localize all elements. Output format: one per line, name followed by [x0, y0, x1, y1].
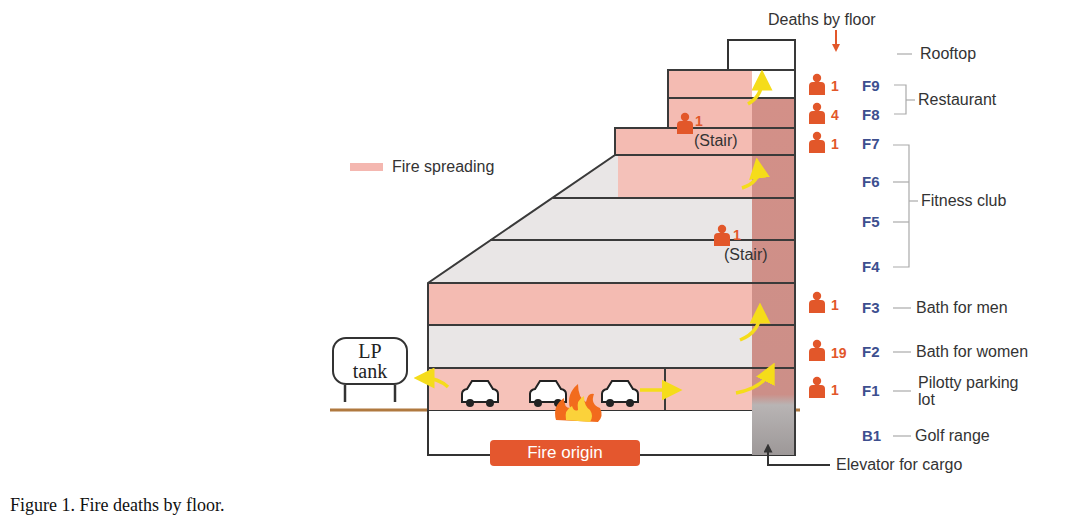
death-count: 1 — [831, 77, 839, 95]
floor-number: F7 — [862, 135, 880, 153]
death-count: 1 — [831, 381, 839, 399]
legend-text: Fire spreading — [392, 158, 494, 176]
floor-number: F5 — [862, 213, 880, 231]
location-note: (Stair) — [724, 246, 768, 264]
death-count: 4 — [831, 106, 839, 124]
node-text: Fire origin — [527, 443, 603, 463]
floor-number: F4 — [862, 258, 880, 276]
floor-use: Bath for women — [916, 343, 1028, 361]
floor-use: Bath for men — [916, 299, 1008, 317]
floor-number: F9 — [862, 77, 880, 95]
floor-number: F6 — [862, 173, 880, 191]
node-text: LP tank — [344, 341, 396, 381]
lp-tank: LP tank — [332, 337, 408, 385]
floor-number: F3 — [862, 299, 880, 317]
death-count: 19 — [831, 344, 847, 362]
heading-label: Deaths by floor — [768, 11, 876, 29]
floor-number: F8 — [862, 106, 880, 124]
death-count: 1 — [831, 296, 839, 314]
floor-number: B1 — [862, 427, 881, 445]
figure-caption: Figure 1. Fire deaths by floor. — [10, 495, 224, 515]
floor-use: Restaurant — [918, 91, 996, 109]
floor-use: Fitness club — [921, 192, 1006, 210]
death-count: 1 — [831, 135, 839, 153]
elevator-label: Elevator for cargo — [836, 456, 962, 474]
death-count: 1 — [733, 226, 741, 244]
floor-use: Rooftop — [920, 45, 976, 63]
floor-use: Pilotty parking lot — [918, 374, 1028, 408]
fire-origin-box: Fire origin — [490, 440, 640, 466]
floor-number: F2 — [862, 343, 880, 361]
death-count: 1 — [695, 112, 703, 130]
floor-number: F1 — [862, 382, 880, 400]
legend-swatch — [350, 163, 383, 171]
floor-use: Golf range — [915, 427, 990, 445]
location-note: (Stair) — [694, 132, 738, 150]
